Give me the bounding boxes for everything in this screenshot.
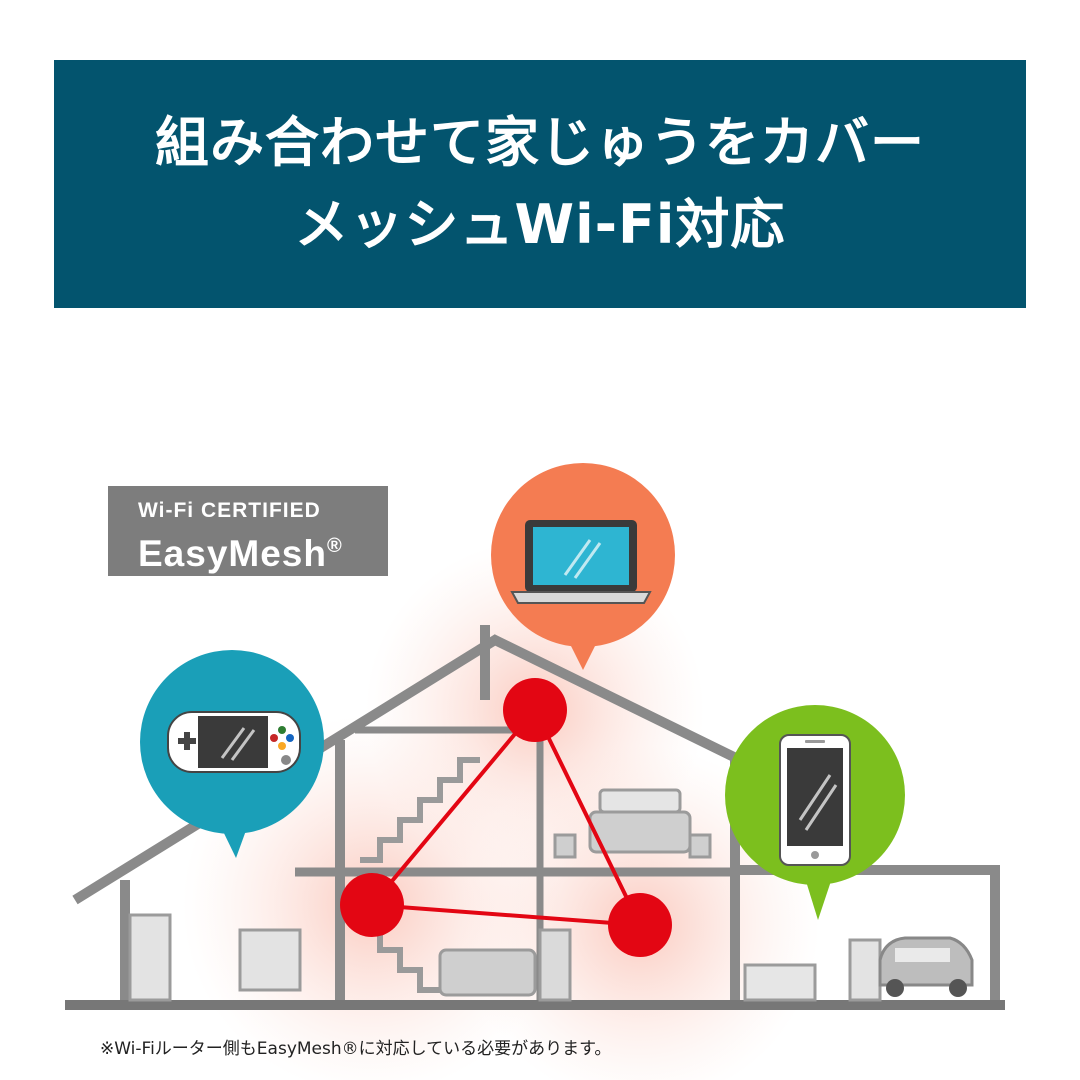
badge-line-1: Wi-Fi CERTIFIED <box>138 499 321 522</box>
headline-line-2: メッシュWi-Fi対応 <box>294 193 786 256</box>
game-console-icon <box>167 711 301 773</box>
car-icon <box>878 936 974 997</box>
mesh-network <box>340 678 672 957</box>
laptop-icon <box>510 520 652 604</box>
game-console-bubble <box>140 650 324 858</box>
registered-mark: ® <box>327 535 343 557</box>
wifi-certified-easymesh-badge: Wi-Fi CERTIFIED EasyMesh® <box>108 486 388 576</box>
laptop-bubble <box>491 463 675 670</box>
furniture <box>128 788 882 1002</box>
smartphone-icon <box>779 734 851 866</box>
mesh-node-top <box>503 678 567 742</box>
badge-line-2: EasyMesh® <box>138 524 388 576</box>
badge-brand: EasyMesh <box>138 533 327 574</box>
mesh-node-right <box>608 893 672 957</box>
headline-line-1: 組み合わせて家じゅうをカバー <box>155 111 925 174</box>
headline-banner: 組み合わせて家じゅうをカバー メッシュWi-Fi対応 <box>54 60 1026 308</box>
footnote: ※Wi-Fiルーター側もEasyMesh®に対応している必要があります。 <box>100 1039 612 1059</box>
smartphone-bubble <box>725 705 905 920</box>
mesh-node-left <box>340 873 404 937</box>
